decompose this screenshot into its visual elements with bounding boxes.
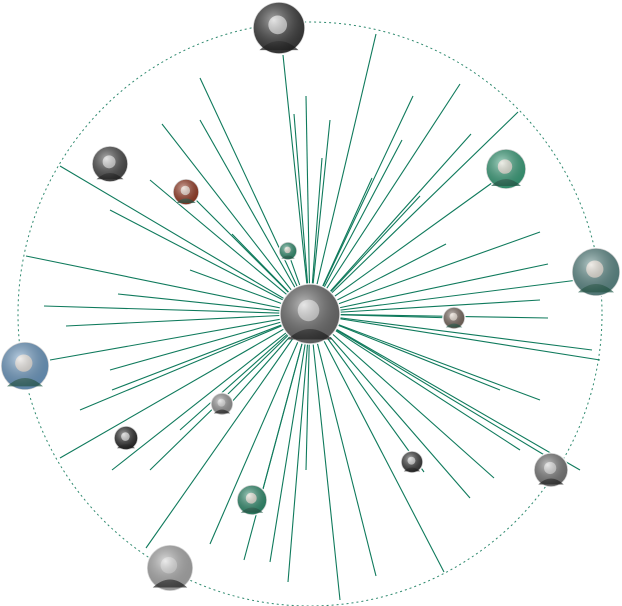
spoke-line — [309, 139, 403, 315]
spoke-line — [109, 209, 311, 315]
spoke-line — [309, 313, 541, 401]
spoke-line — [199, 119, 311, 315]
spoke-line — [305, 95, 311, 315]
spoke-line — [259, 313, 311, 501]
spoke-line — [149, 313, 311, 471]
spoke-line — [111, 313, 311, 391]
center-avatar[interactable] — [279, 283, 341, 345]
spoke-line — [161, 123, 311, 315]
spoke-line — [111, 313, 311, 471]
spoke-line — [59, 313, 311, 459]
spoke-line — [309, 299, 541, 315]
avatar-left-small-bw[interactable] — [210, 392, 234, 416]
spoke-line — [282, 54, 311, 315]
spoke-line — [49, 313, 311, 361]
spoke-line — [309, 279, 579, 315]
spoke-line — [79, 313, 311, 411]
spoke-line — [309, 133, 472, 315]
spoke-line — [209, 313, 311, 545]
spoke-line — [309, 313, 501, 391]
spoke-line — [309, 111, 519, 315]
spoke-line — [109, 313, 311, 371]
avatar-small-teal[interactable] — [278, 241, 298, 261]
spoke-line — [309, 313, 593, 351]
avatar-left-blue-water[interactable] — [0, 341, 50, 391]
avatar-lower-teal-pattern[interactable] — [236, 484, 268, 516]
spoke-line — [309, 313, 581, 471]
spoke-line — [117, 293, 311, 315]
avatar-left-hat-small[interactable] — [113, 425, 139, 451]
spoke-line — [309, 33, 377, 315]
spoke-line — [309, 313, 341, 601]
avatar-bottom-left-portrait[interactable] — [146, 544, 194, 592]
spokes-group — [25, 33, 601, 601]
spoke-line — [309, 313, 521, 451]
spoke-line — [269, 313, 311, 563]
avatar-right-teal-hair-illustration[interactable] — [571, 247, 621, 297]
spoke-line — [309, 231, 541, 315]
spoke-line — [309, 313, 445, 573]
spoke-line — [309, 313, 557, 463]
spoke-line — [65, 313, 311, 327]
avatar-upper-right-teal-room[interactable] — [485, 148, 527, 190]
avatar-right-lower-man[interactable] — [533, 452, 569, 488]
spoke-line — [309, 119, 331, 315]
avatar-top-woman-hat[interactable] — [252, 1, 306, 55]
spoke-line — [199, 77, 311, 315]
spoke-line — [293, 113, 311, 315]
spoke-line — [309, 179, 497, 315]
spoke-line — [309, 313, 425, 473]
spoke-line — [309, 263, 549, 315]
avatar-right-small-portrait[interactable] — [442, 306, 466, 330]
spoke-line — [309, 313, 495, 479]
avatar-upper-left-portrait[interactable] — [91, 145, 129, 183]
spoke-line — [287, 313, 311, 583]
avatar-upper-left-redhead[interactable] — [172, 178, 200, 206]
spoke-line — [149, 179, 311, 315]
spoke-line — [43, 305, 311, 315]
spoke-line — [59, 165, 311, 315]
spoke-line — [309, 313, 601, 361]
spoke-line — [25, 255, 311, 315]
avatar-lower-right-dark[interactable] — [400, 450, 424, 474]
spoke-line — [309, 313, 377, 577]
spoke-line — [145, 313, 311, 549]
spoke-line — [309, 83, 461, 315]
outer-ring — [17, 21, 603, 606]
avatar-nodes-group — [0, 1, 621, 592]
spoke-line — [309, 313, 471, 499]
